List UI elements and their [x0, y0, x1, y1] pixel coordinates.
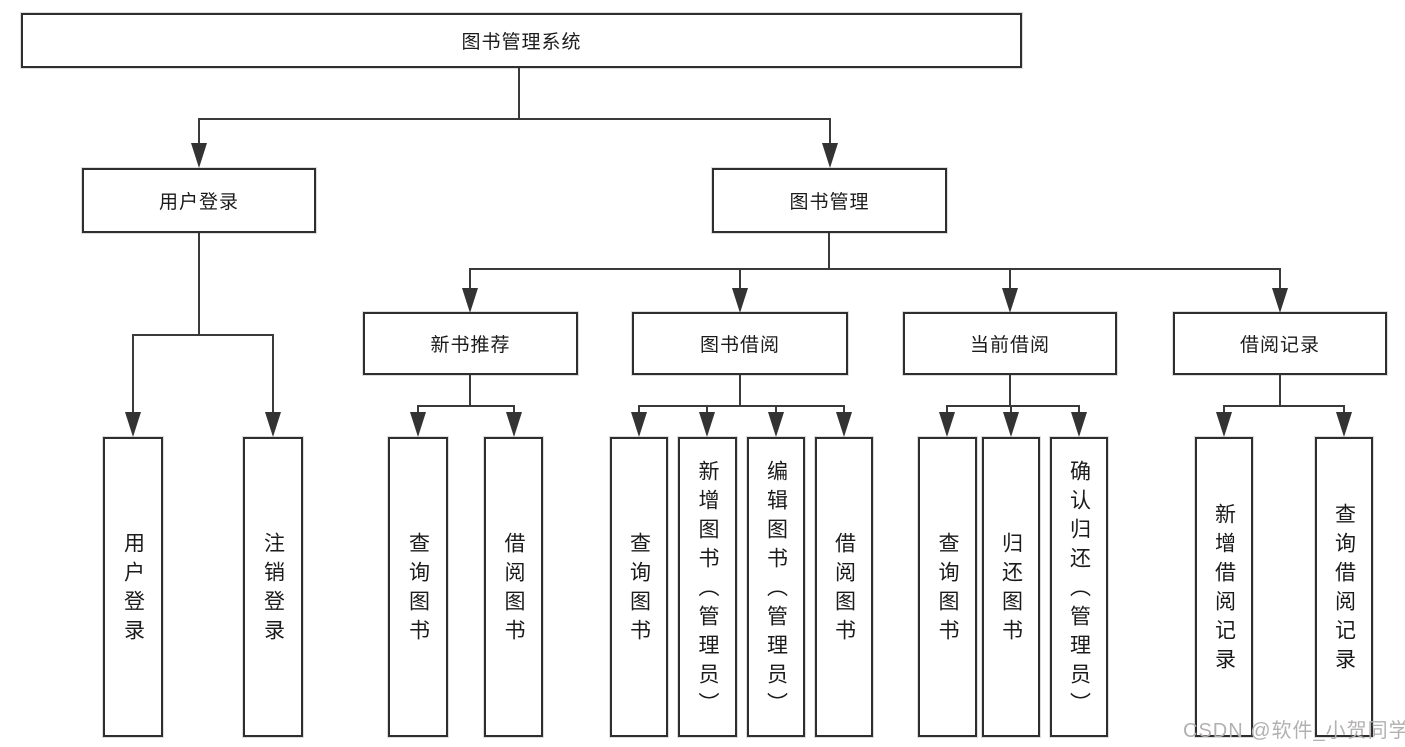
leaf-current-confirm-return-admin: 确认归还（管理员） — [1050, 437, 1108, 737]
connector-drop-leaf — [1343, 405, 1345, 415]
connector-drop-leaf — [1010, 405, 1012, 415]
arrow-down-icon — [631, 412, 647, 437]
connector-book-management-branch — [469, 268, 1281, 270]
leaf-user-login: 用户登录 — [103, 437, 163, 737]
arrow-down-icon — [462, 288, 478, 313]
connector-book-borrow-stem — [739, 375, 741, 407]
leaf-borrow-query-books: 查询图书 — [610, 437, 668, 737]
csdn-watermark: CSDN @软件_小贺同学 — [1183, 720, 1405, 742]
arrow-down-icon — [1336, 412, 1352, 437]
connector-drop-book-borrow — [739, 268, 741, 290]
connector-drop-leaf — [843, 405, 845, 415]
arrow-down-icon — [1216, 412, 1232, 437]
connector-new-book-stem — [469, 375, 471, 407]
connector-drop-leaf — [417, 405, 419, 415]
connector-drop-leaf — [946, 405, 948, 415]
leaf-logout: 注销登录 — [243, 437, 303, 737]
arrow-down-icon — [699, 412, 715, 437]
leaf-current-return-books: 归还图书 — [982, 437, 1040, 737]
connector-user-login-branch — [132, 334, 274, 336]
arrow-down-icon — [1002, 288, 1018, 313]
leaf-borrow-add-books-admin: 新增图书（管理员） — [678, 437, 737, 737]
connector-drop-leaf — [1078, 405, 1080, 415]
arrow-down-icon — [1071, 412, 1087, 437]
leaf-newbook-borrow-books: 借阅图书 — [484, 437, 543, 737]
arrow-down-icon — [836, 412, 852, 437]
connector-current-borrow-branch — [946, 405, 1080, 407]
leaf-records-query-borrow-record: 查询借阅记录 — [1315, 437, 1373, 737]
connector-drop-leaf — [272, 334, 274, 414]
connector-borrow-records-branch — [1223, 405, 1345, 407]
connector-book-management-stem — [828, 233, 830, 270]
node-user-login: 用户登录 — [82, 168, 316, 233]
arrow-down-icon — [732, 288, 748, 313]
node-new-book-recommend: 新书推荐 — [363, 312, 578, 375]
leaf-borrow-edit-books-admin: 编辑图书（管理员） — [747, 437, 805, 737]
connector-book-borrow-branch — [638, 405, 845, 407]
node-library-system: 图书管理系统 — [21, 13, 1022, 68]
connector-root-stem — [518, 68, 520, 119]
arrow-down-icon — [410, 412, 426, 437]
node-current-borrow: 当前借阅 — [903, 312, 1117, 375]
arrow-down-icon — [506, 412, 522, 437]
arrow-down-icon — [125, 412, 141, 437]
connector-drop-book-management — [829, 118, 831, 145]
connector-root-branch — [198, 118, 831, 120]
connector-drop-leaf — [775, 405, 777, 415]
connector-drop-borrow-records — [1279, 268, 1281, 290]
connector-drop-leaf — [513, 405, 515, 415]
leaf-borrow-borrow-books: 借阅图书 — [815, 437, 873, 737]
connector-borrow-records-stem — [1279, 375, 1281, 407]
connector-user-login-stem — [198, 233, 200, 336]
connector-drop-leaf — [638, 405, 640, 415]
connector-drop-new-book — [469, 268, 471, 290]
arrow-down-icon — [191, 143, 207, 168]
node-borrow-records: 借阅记录 — [1173, 312, 1387, 375]
leaf-records-add-borrow-record: 新增借阅记录 — [1195, 437, 1253, 737]
arrow-down-icon — [1272, 288, 1288, 313]
node-book-management: 图书管理 — [712, 168, 947, 233]
node-book-borrow: 图书借阅 — [632, 312, 848, 375]
arrow-down-icon — [265, 412, 281, 437]
arrow-down-icon — [939, 412, 955, 437]
connector-drop-user-login — [198, 118, 200, 145]
connector-drop-leaf — [132, 334, 134, 414]
connector-drop-leaf — [1223, 405, 1225, 415]
arrow-down-icon — [1003, 412, 1019, 437]
connector-drop-leaf — [706, 405, 708, 415]
leaf-newbook-query-books: 查询图书 — [388, 437, 448, 737]
arrow-down-icon — [768, 412, 784, 437]
connector-current-borrow-stem — [1009, 375, 1011, 407]
arrow-down-icon — [822, 143, 838, 168]
leaf-current-query-books: 查询图书 — [918, 437, 977, 737]
connector-new-book-branch — [417, 405, 515, 407]
connector-drop-current-borrow — [1009, 268, 1011, 290]
